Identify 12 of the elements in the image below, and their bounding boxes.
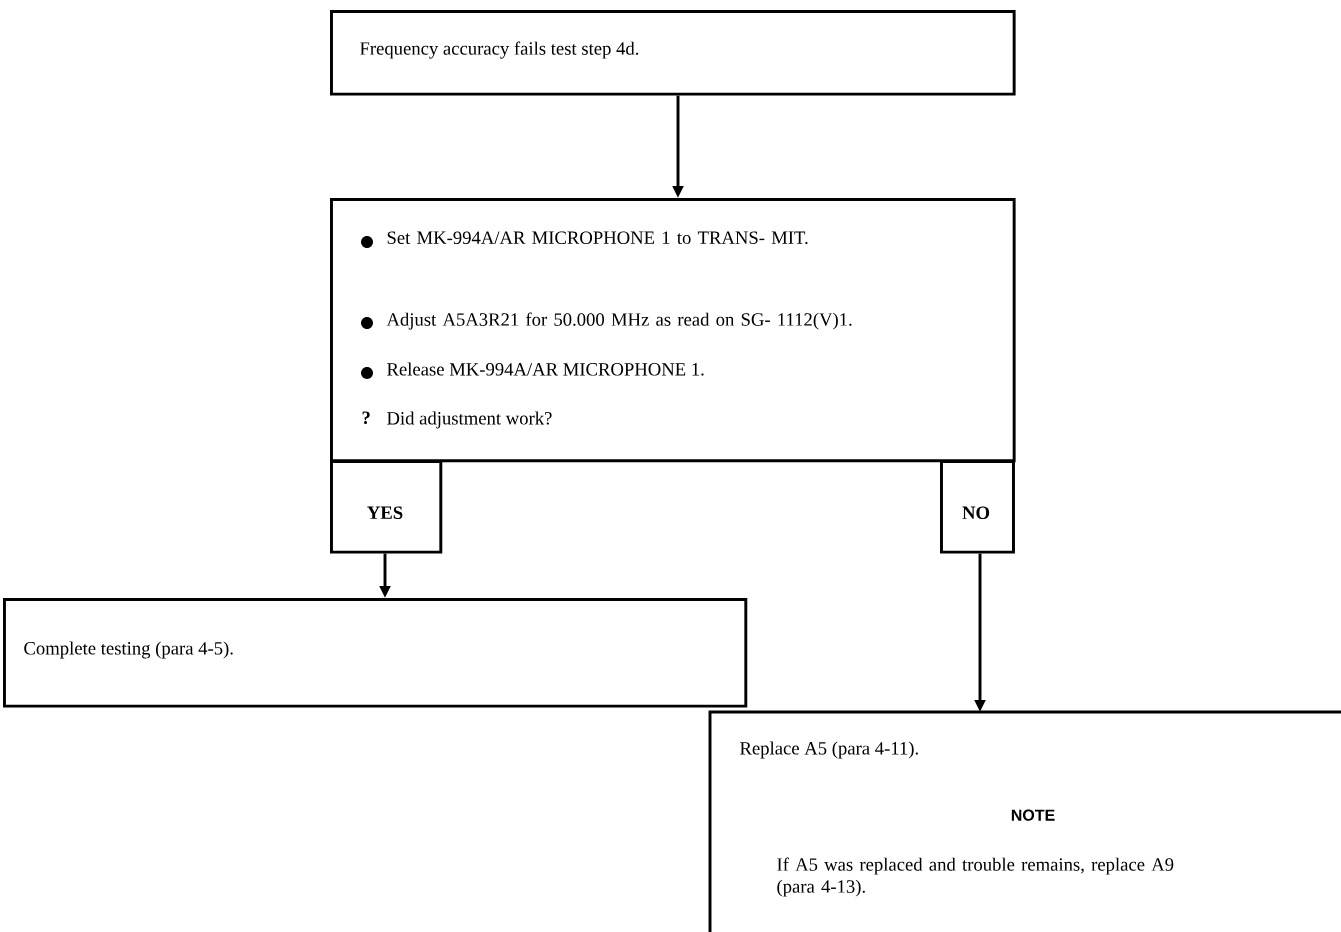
step-text: Set MK-994A/AR MICROPHONE 1 to TRANS- MIT.: [387, 231, 808, 245]
step-text: Complete testing (para 4-5).: [24, 641, 233, 659]
answer-label: NO: [962, 506, 990, 519]
step-text: Did adjustment work?: [387, 411, 552, 429]
step-text: If A5 was replaced and trouble remains, replace A9 (para 4-13).: [777, 857, 1174, 897]
step-text: Frequency accuracy fails test step 4d.: [360, 41, 639, 59]
step-text: Replace A5 (para 4-11).: [740, 741, 918, 759]
step-text: Release MK-994A/AR MICROPHONE 1.: [387, 362, 704, 376]
note-heading: NOTE: [1011, 809, 1055, 821]
question-mark: ?: [362, 411, 370, 425]
step-text: Adjust A5A3R21 for 50.000 MHz as read on SG- 1112(V)1.: [386, 312, 852, 330]
answer-label: YES: [367, 506, 403, 519]
